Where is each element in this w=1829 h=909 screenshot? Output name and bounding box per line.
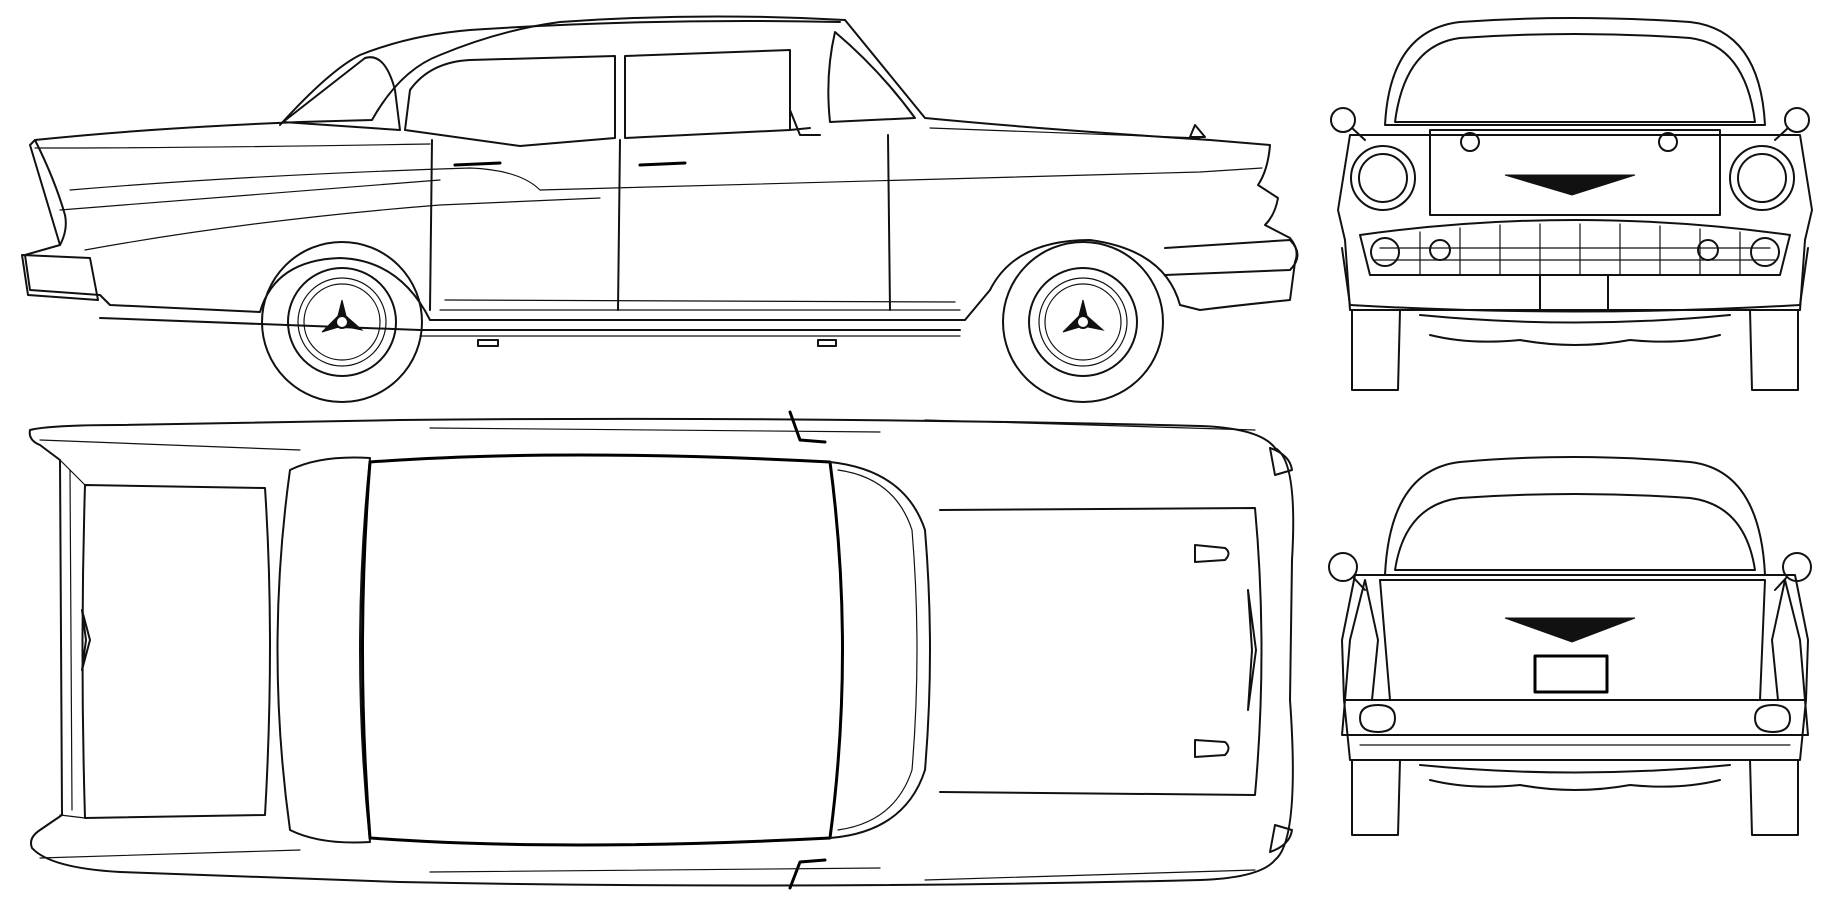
front-roof bbox=[1384, 17, 1766, 126]
top-windshield bbox=[829, 461, 931, 839]
rear-license-plate bbox=[1533, 654, 1609, 694]
front-license-plate bbox=[1539, 274, 1609, 311]
front-mirror-left bbox=[1330, 107, 1366, 141]
top-roof bbox=[361, 453, 844, 847]
top-mirror-right bbox=[788, 858, 827, 890]
front-body bbox=[1337, 134, 1813, 311]
rear-body bbox=[1341, 574, 1809, 761]
side-rear-door bbox=[429, 139, 433, 311]
front-view bbox=[1330, 17, 1813, 391]
top-hood-ornament bbox=[1247, 589, 1257, 711]
rear-emblem bbox=[1504, 617, 1636, 643]
side-rear-bumper bbox=[21, 254, 99, 301]
front-grille bbox=[1359, 219, 1791, 276]
side-rear-door-handle bbox=[453, 161, 502, 167]
top-hood-vent-right bbox=[1194, 739, 1230, 758]
front-parking-light-right bbox=[1750, 237, 1780, 267]
top-hood bbox=[939, 507, 1263, 796]
side-windshield bbox=[827, 31, 916, 123]
front-headlight-right bbox=[1729, 145, 1795, 211]
side-rear-door-window bbox=[404, 55, 616, 147]
top-body-outline bbox=[28, 417, 1295, 887]
side-trim bbox=[69, 167, 1263, 191]
top-rear-emblem bbox=[81, 609, 91, 671]
top-hood-vent-left bbox=[1194, 544, 1230, 563]
top-trunk-lid bbox=[81, 484, 271, 819]
rear-tire-right bbox=[1749, 759, 1799, 836]
side-hood-ornament bbox=[1189, 124, 1206, 138]
rear-roof bbox=[1384, 456, 1766, 576]
rear-mirror-right bbox=[1774, 552, 1812, 591]
side-rear-wheel bbox=[261, 241, 423, 403]
front-bumper bbox=[1341, 247, 1809, 313]
front-hood bbox=[1429, 129, 1721, 216]
rear-tire-left bbox=[1351, 759, 1401, 836]
side-rear-window bbox=[282, 56, 401, 131]
rear-window bbox=[1394, 493, 1756, 571]
rear-mirror-left bbox=[1328, 552, 1366, 591]
side-tail-fin bbox=[34, 139, 67, 246]
side-view bbox=[21, 15, 1299, 403]
front-emblem bbox=[1504, 174, 1636, 196]
side-front-bumper bbox=[1164, 239, 1299, 276]
top-mirror-left bbox=[788, 410, 827, 444]
front-parking-light-left bbox=[1370, 237, 1400, 267]
front-windshield bbox=[1394, 33, 1756, 123]
side-front-door-handle bbox=[638, 161, 687, 167]
front-headlight-left bbox=[1350, 145, 1416, 211]
top-rear-window bbox=[276, 456, 371, 844]
rear-bumper bbox=[1341, 699, 1809, 736]
side-body-outline bbox=[24, 15, 1298, 321]
front-tire-left bbox=[1351, 309, 1401, 391]
front-mirror-right bbox=[1774, 107, 1810, 141]
rear-view bbox=[1328, 456, 1812, 836]
side-mirror bbox=[789, 109, 821, 136]
side-front-wheel bbox=[1002, 241, 1164, 403]
side-roof bbox=[279, 20, 841, 126]
side-front-door bbox=[617, 139, 621, 311]
front-tire-right bbox=[1749, 309, 1799, 391]
side-front-door-window bbox=[624, 49, 791, 139]
top-view bbox=[28, 410, 1295, 890]
